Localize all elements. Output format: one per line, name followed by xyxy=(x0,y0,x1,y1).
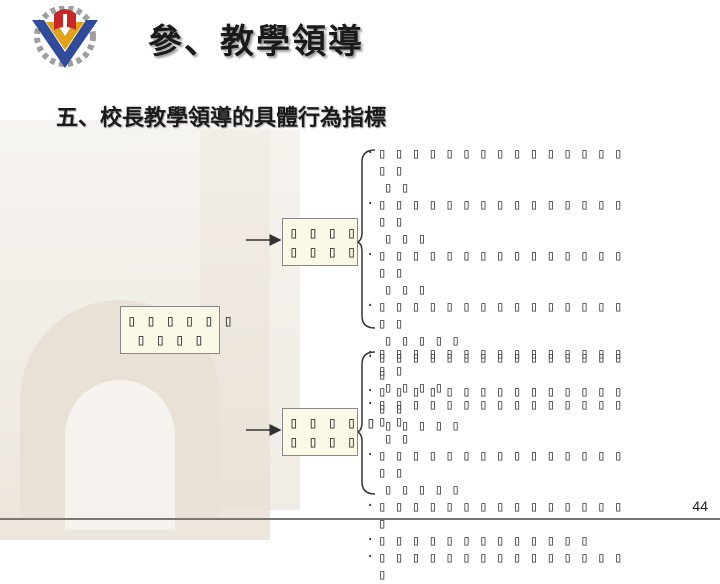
upper-node: ▯ ▯ ▯ ▯ ▯ ▯ ▯ ▯ xyxy=(282,218,358,266)
list-item: ▯ ▯ ▯ ▯ ▯ ▯ ▯ ▯ ▯ ▯ ▯ ▯ ▯ ▯ ▯ ▯ xyxy=(366,549,628,584)
list-item: ▯ ▯ ▯ ▯ ▯ ▯ ▯ ▯ ▯ ▯ ▯ ▯ ▯ ▯ ▯ ▯ ▯▯ ▯ ▯ ▯ xyxy=(366,345,628,397)
root-node: ▯ ▯ ▯ ▯ ▯ ▯ ▯ ▯ ▯ ▯ xyxy=(120,306,233,354)
footer-divider xyxy=(0,518,720,520)
slide-title: 參、教學領導 xyxy=(148,22,364,62)
lower-node: ▯ ▯ ▯ ▯ ▯ ▯ ▯ ▯ ▯ xyxy=(282,408,376,456)
list-item: ▯ ▯ ▯ ▯ ▯ ▯ ▯ ▯ ▯ ▯ ▯ ▯ ▯ ▯ ▯ ▯ ▯▯ ▯ ▯ ▯… xyxy=(366,298,628,350)
list-item: ▯ ▯ ▯ ▯ ▯ ▯ ▯ ▯ ▯ ▯ ▯ ▯ ▯ ▯ ▯ ▯ ▯▯ ▯ ▯ xyxy=(366,196,628,248)
list-item: ▯ ▯ ▯ ▯ ▯ ▯ ▯ ▯ ▯ ▯ ▯ ▯ ▯ ▯ ▯ ▯ ▯▯ ▯ xyxy=(366,145,628,197)
list-item: ▯ ▯ ▯ ▯ ▯ ▯ ▯ ▯ ▯ ▯ ▯ ▯ ▯ ▯ ▯ ▯ ▯▯ ▯ ▯ ▯… xyxy=(366,447,628,499)
root-node-line2: ▯ ▯ ▯ ▯ xyxy=(136,330,204,349)
upper-node-line2: ▯ ▯ ▯ ▯ xyxy=(289,242,357,261)
list-item: ▯ ▯ ▯ ▯ ▯ ▯ ▯ ▯ ▯ ▯ ▯ ▯ ▯ ▯ ▯ ▯ xyxy=(366,498,628,533)
lower-indicator-list: ▯ ▯ ▯ ▯ ▯ ▯ ▯ ▯ ▯ ▯ ▯ ▯ ▯ ▯ ▯ ▯ ▯▯ ▯ ▯ ▯… xyxy=(366,345,628,584)
upper-node-line1: ▯ ▯ ▯ ▯ xyxy=(289,223,357,242)
list-item: ▯ ▯ ▯ ▯ ▯ ▯ ▯ ▯ ▯ ▯ ▯ ▯ ▯ ▯ ▯ ▯ ▯▯ ▯ ▯ xyxy=(366,247,628,299)
school-emblem-icon xyxy=(32,6,98,68)
list-item: ▯ ▯ ▯ ▯ ▯ ▯ ▯ ▯ ▯ ▯ ▯ ▯ ▯ xyxy=(366,532,628,550)
lower-node-line1: ▯ ▯ ▯ ▯ ▯ xyxy=(289,413,376,432)
list-item: ▯ ▯ ▯ ▯ ▯ ▯ ▯ ▯ ▯ ▯ ▯ ▯ ▯ ▯ ▯ ▯ ▯▯ ▯ xyxy=(366,396,628,448)
root-node-line1: ▯ ▯ ▯ ▯ ▯ ▯ xyxy=(127,311,233,330)
page-number: 44 xyxy=(692,498,708,514)
lower-node-line2: ▯ ▯ ▯ ▯ xyxy=(289,432,357,451)
slide-subtitle: 五、校長教學領導的具體行為指標 xyxy=(56,105,387,131)
background-arch-opening xyxy=(65,380,175,530)
